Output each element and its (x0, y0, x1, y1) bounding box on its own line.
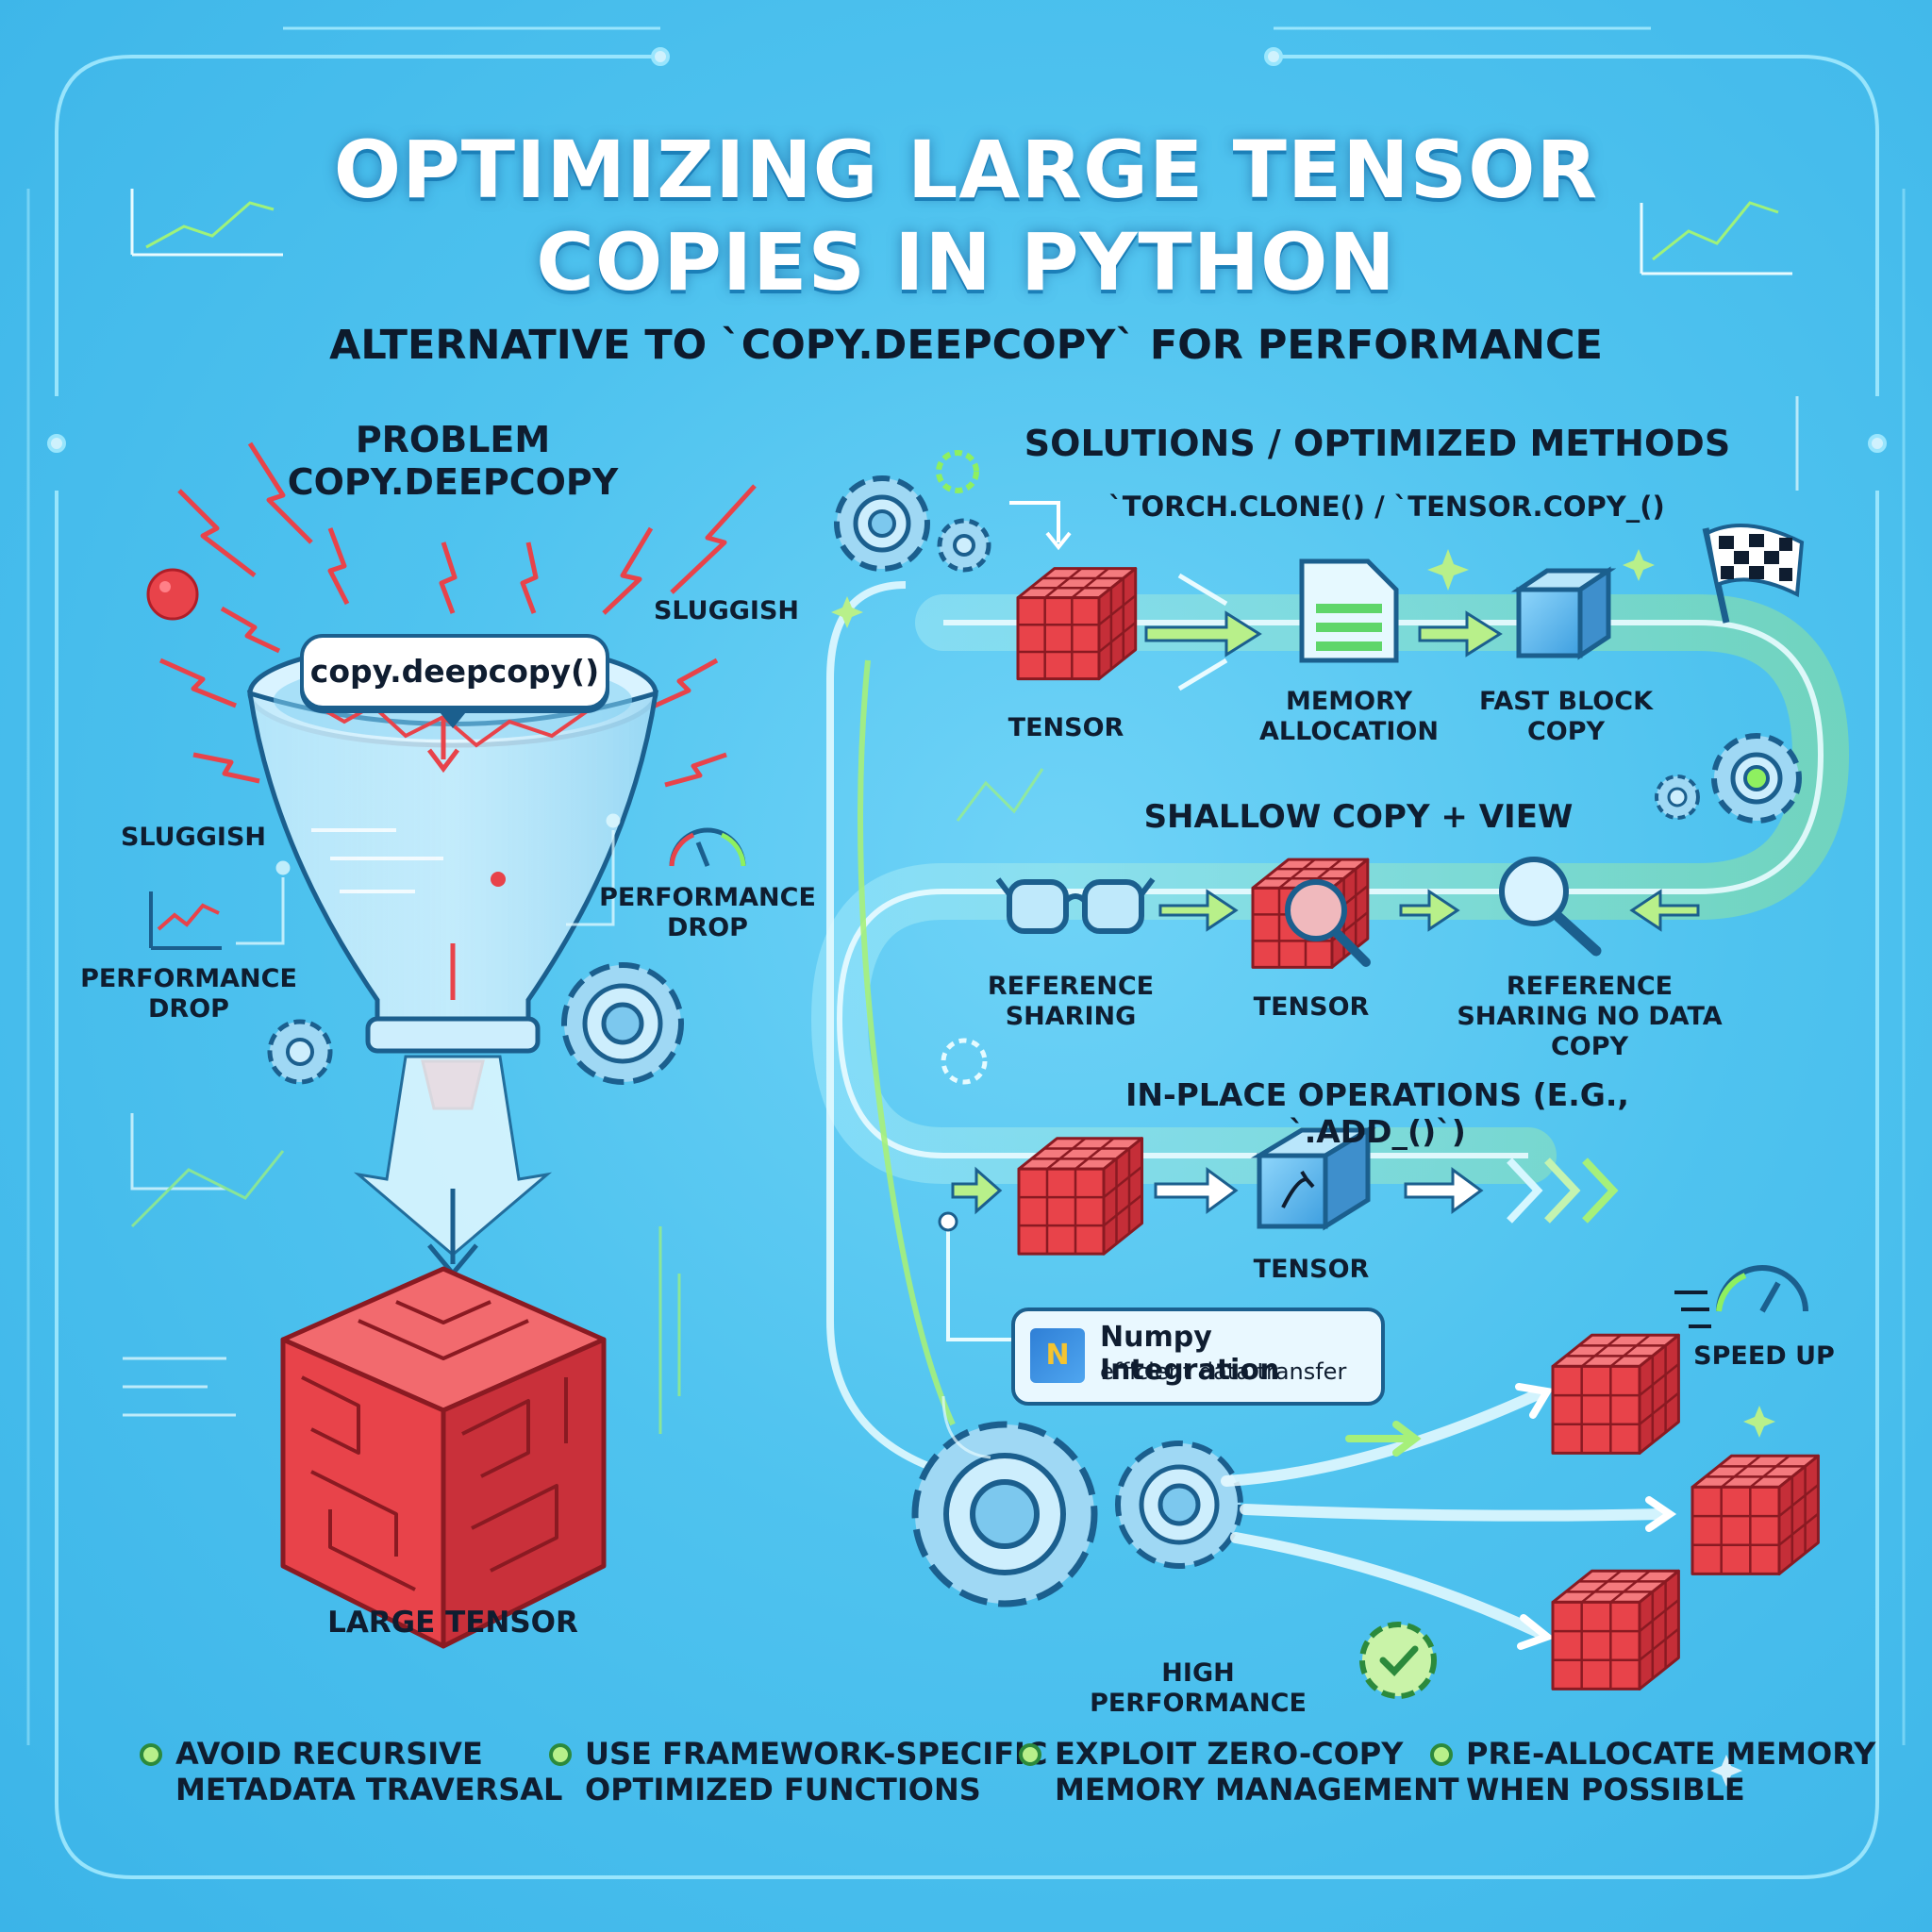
return-arrow-icon (1629, 889, 1700, 932)
gear-icon-solutions-small (937, 518, 991, 573)
row1-tensor-label: TENSOR (1008, 713, 1124, 742)
main-title-line2: COPIES IN PYTHON (536, 216, 1396, 308)
speed-flow-arrows (1221, 1383, 1677, 1650)
problem-heading: PROBLEM COPY.DEEPCOPY (236, 419, 670, 504)
high-performance-label: HIGH PERFORMANCE (1090, 1658, 1307, 1718)
gear-icon-row2-right-small (1655, 774, 1700, 820)
memory-document-icon (1299, 558, 1399, 663)
circuit-frame (26, 26, 1906, 1879)
speedometer-icon-speed-up (1674, 1265, 1808, 1328)
gear-icon-solutions-green (936, 450, 979, 493)
circuit-traces-left (123, 813, 681, 1434)
tensor-cube-icon-row1 (1016, 567, 1138, 681)
tip-3: EXPLOIT ZERO-COPY MEMORY MANAGEMENT (1019, 1736, 1459, 1807)
glasses-icon (995, 877, 1156, 934)
blue-cube-inplace-icon (1250, 1125, 1377, 1231)
arrow-icon-row3-b (1404, 1167, 1484, 1214)
gear-icon-problem-small (267, 1019, 333, 1085)
sluggish-label-right: SLUGGISH (653, 596, 800, 625)
tip-bullet-icon (549, 1743, 572, 1766)
deepcopy-bubble: copy.deepcopy() (300, 634, 609, 728)
tip-1-line1: AVOID RECURSIVE (175, 1736, 483, 1772)
tensor-cube-icon-out2 (1690, 1454, 1820, 1575)
row1-memory-label: MEMORY ALLOCATION (1259, 687, 1439, 746)
arrow-icon-row3-a (1154, 1167, 1239, 1214)
magnifier-icon-row2-right (1499, 857, 1602, 957)
inplace-title: IN-PLACE OPERATIONS (E.G., `.ADD_()`) (1125, 1076, 1629, 1150)
connector-to-numpy (938, 1211, 1011, 1341)
tip-4-line2: WHEN POSSIBLE (1466, 1772, 1745, 1807)
main-title-line1: OPTIMIZING LARGE TENSOR (333, 124, 1599, 216)
tip-4-line1: PRE-ALLOCATE MEMORY (1466, 1736, 1876, 1772)
tip-1: AVOID RECURSIVE METADATA TRAVERSAL (140, 1736, 563, 1807)
arrow-icon-row2-a (1158, 889, 1239, 932)
tensor-cube-icon-out3 (1551, 1569, 1680, 1690)
tensor-cube-icon-row3 (1017, 1137, 1143, 1256)
red-blob-icon (146, 568, 199, 621)
check-gear-icon (1359, 1622, 1437, 1699)
tip-2-line2: OPTIMIZED FUNCTIONS (585, 1772, 981, 1807)
tip-bullet-icon (1019, 1743, 1041, 1766)
lightning-bolt-icons (158, 441, 757, 788)
tip-3-line2: MEMORY MANAGEMENT (1055, 1772, 1459, 1807)
gear-icon-problem-large (561, 962, 684, 1085)
tip-4: PRE-ALLOCATE MEMORY WHEN POSSIBLE (1430, 1736, 1876, 1807)
circuit-traces-right (941, 396, 1799, 1459)
magnifier-icon-row2 (1285, 879, 1371, 967)
tip-bullet-icon (1430, 1743, 1453, 1766)
chevron-arrows-icon (1507, 1158, 1619, 1224)
mini-chart-right-icon (1640, 201, 1792, 275)
gear-icon-bottom-large (911, 1421, 1098, 1607)
mini-chart-left-icon (130, 189, 283, 257)
copy-beam-arrow-icon (353, 1055, 553, 1277)
green-arrow-icon-row3-left (951, 1166, 1003, 1215)
tip-2: USE FRAMEWORK-SPECIFIC OPTIMIZED FUNCTIO… (549, 1736, 1048, 1807)
subtitle: ALTERNATIVE TO `COPY.DEEPCOPY` FOR PERFO… (329, 322, 1603, 369)
flow-track (810, 581, 1850, 1475)
arrow-icon-row1-b (1418, 610, 1503, 658)
large-tensor-label: LARGE TENSOR (327, 1606, 578, 1640)
gear-icon-row1-right (1711, 733, 1802, 824)
arrow-icon-row2-b (1399, 889, 1460, 932)
blue-block-cube-icon (1510, 566, 1617, 660)
hook-arrow-icon (1009, 501, 1072, 551)
row2-no-copy-label: REFERENCE SHARING NO DATA COPY (1457, 972, 1723, 1061)
row3-tensor-label: TENSOR (1253, 1255, 1370, 1284)
tip-2-line1: USE FRAMEWORK-SPECIFIC (585, 1736, 1048, 1772)
clone-method-title: `TORCH.CLONE() / `TENSOR.COPY_() (1108, 491, 1665, 523)
problem-heading-line1: PROBLEM (355, 419, 551, 460)
tip-1-line2: METADATA TRAVERSAL (175, 1772, 563, 1807)
gear-icon-solutions-large (834, 475, 930, 572)
performance-drop-label-left: PERFORMANCE DROP (80, 964, 297, 1024)
dashed-gear-icon (941, 1038, 988, 1085)
tip-bullet-icon (140, 1743, 162, 1766)
sluggish-label-left: SLUGGISH (120, 823, 267, 852)
numpy-integration-card: N Numpy Integration efficient data trans… (1011, 1307, 1385, 1406)
large-tensor-cube-icon (280, 1266, 607, 1649)
tip-3-line1: EXPLOIT ZERO-COPY (1055, 1736, 1404, 1772)
gear-icon-bottom-medium (1115, 1441, 1243, 1569)
row1-fast-copy-label: FAST BLOCK COPY (1478, 687, 1654, 746)
row2-reference-sharing-label: REFERENCE SHARING (987, 972, 1155, 1031)
arrow-icon-row1-a (1144, 573, 1262, 691)
shallow-copy-title: SHALLOW COPY + VIEW (1143, 798, 1574, 836)
speedometer-icon-problem (669, 827, 746, 867)
problem-heading-line2: COPY.DEEPCOPY (287, 460, 619, 503)
numpy-logo-icon: N (1030, 1328, 1085, 1383)
solutions-heading: SOLUTIONS / OPTIMIZED METHODS (1024, 423, 1731, 464)
checkered-flag-icon (1702, 524, 1805, 624)
tensor-cube-icon-out1 (1551, 1333, 1680, 1455)
row2-tensor-label: TENSOR (1253, 992, 1370, 1022)
sparkle-icons (831, 549, 1775, 1787)
performance-drop-label-right: PERFORMANCE DROP (599, 883, 816, 942)
trend-down-chart-icon (149, 891, 222, 950)
speed-up-label: SPEED UP (1693, 1341, 1835, 1371)
numpy-subtitle: efficient data transfer (1100, 1358, 1347, 1385)
numpy-title: Numpy Integration (1100, 1321, 1280, 1387)
